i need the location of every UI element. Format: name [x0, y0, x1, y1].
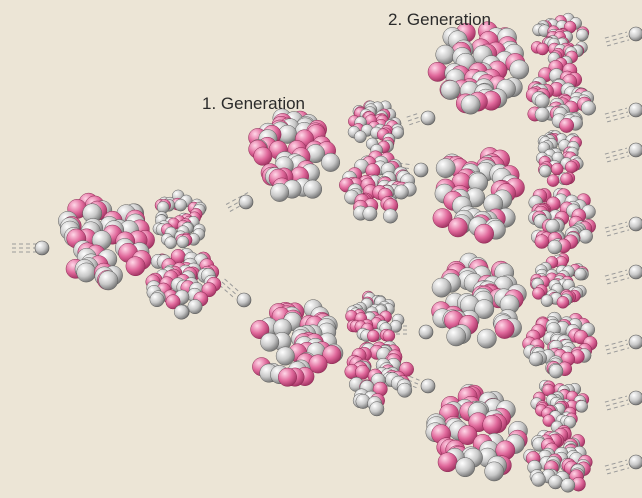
released-neutron — [629, 391, 642, 405]
generation-2-nucleus — [432, 253, 527, 348]
target-nucleus — [58, 193, 154, 290]
motion-trail — [605, 460, 629, 474]
motion-trail — [12, 244, 38, 252]
generation-1-nucleus — [249, 109, 340, 202]
fission-fragment — [536, 130, 583, 186]
motion-trail — [605, 270, 629, 284]
motion-trail — [605, 340, 629, 354]
released-neutron — [629, 103, 642, 117]
generation-2-nucleus — [426, 384, 528, 481]
released-neutron — [421, 379, 435, 393]
generation-1-label: 1. Generation — [202, 94, 305, 114]
released-neutron — [421, 111, 435, 125]
released-neutron — [239, 195, 253, 209]
fission-fragment — [339, 151, 416, 224]
released-neutron — [237, 293, 251, 307]
fission-fragment — [528, 188, 595, 254]
fission-fragment — [531, 13, 589, 70]
fission-fragment — [346, 291, 405, 342]
released-neutron — [629, 335, 642, 349]
motion-trail — [605, 108, 629, 122]
released-neutron — [414, 163, 428, 177]
generation-2-nucleus — [433, 147, 525, 243]
fission-fragment — [530, 253, 588, 308]
fission-fragment — [523, 312, 598, 378]
motion-trail — [605, 148, 629, 162]
released-neutron — [629, 455, 642, 469]
fission-fragment — [526, 60, 596, 132]
fission-fragment — [531, 380, 589, 433]
motion-trail — [407, 113, 422, 125]
released-neutron — [629, 143, 642, 157]
motion-trail — [605, 396, 629, 410]
motion-trail — [219, 279, 240, 299]
released-neutron — [629, 265, 642, 279]
generation-2-label: 2. Generation — [388, 10, 491, 30]
generation-1-nucleus — [251, 300, 343, 387]
incoming-neutron — [35, 241, 49, 255]
released-neutron — [629, 27, 642, 41]
released-neutron — [629, 217, 642, 231]
fission-fragment — [146, 248, 221, 319]
fission-fragment — [524, 425, 593, 492]
fission-fragment — [153, 190, 206, 249]
motion-trail — [605, 222, 629, 236]
motion-trail — [605, 32, 629, 46]
fission-fragment — [348, 101, 404, 157]
fission-fragment — [345, 341, 414, 416]
generation-2-nucleus — [428, 22, 529, 115]
released-neutron — [419, 325, 433, 339]
